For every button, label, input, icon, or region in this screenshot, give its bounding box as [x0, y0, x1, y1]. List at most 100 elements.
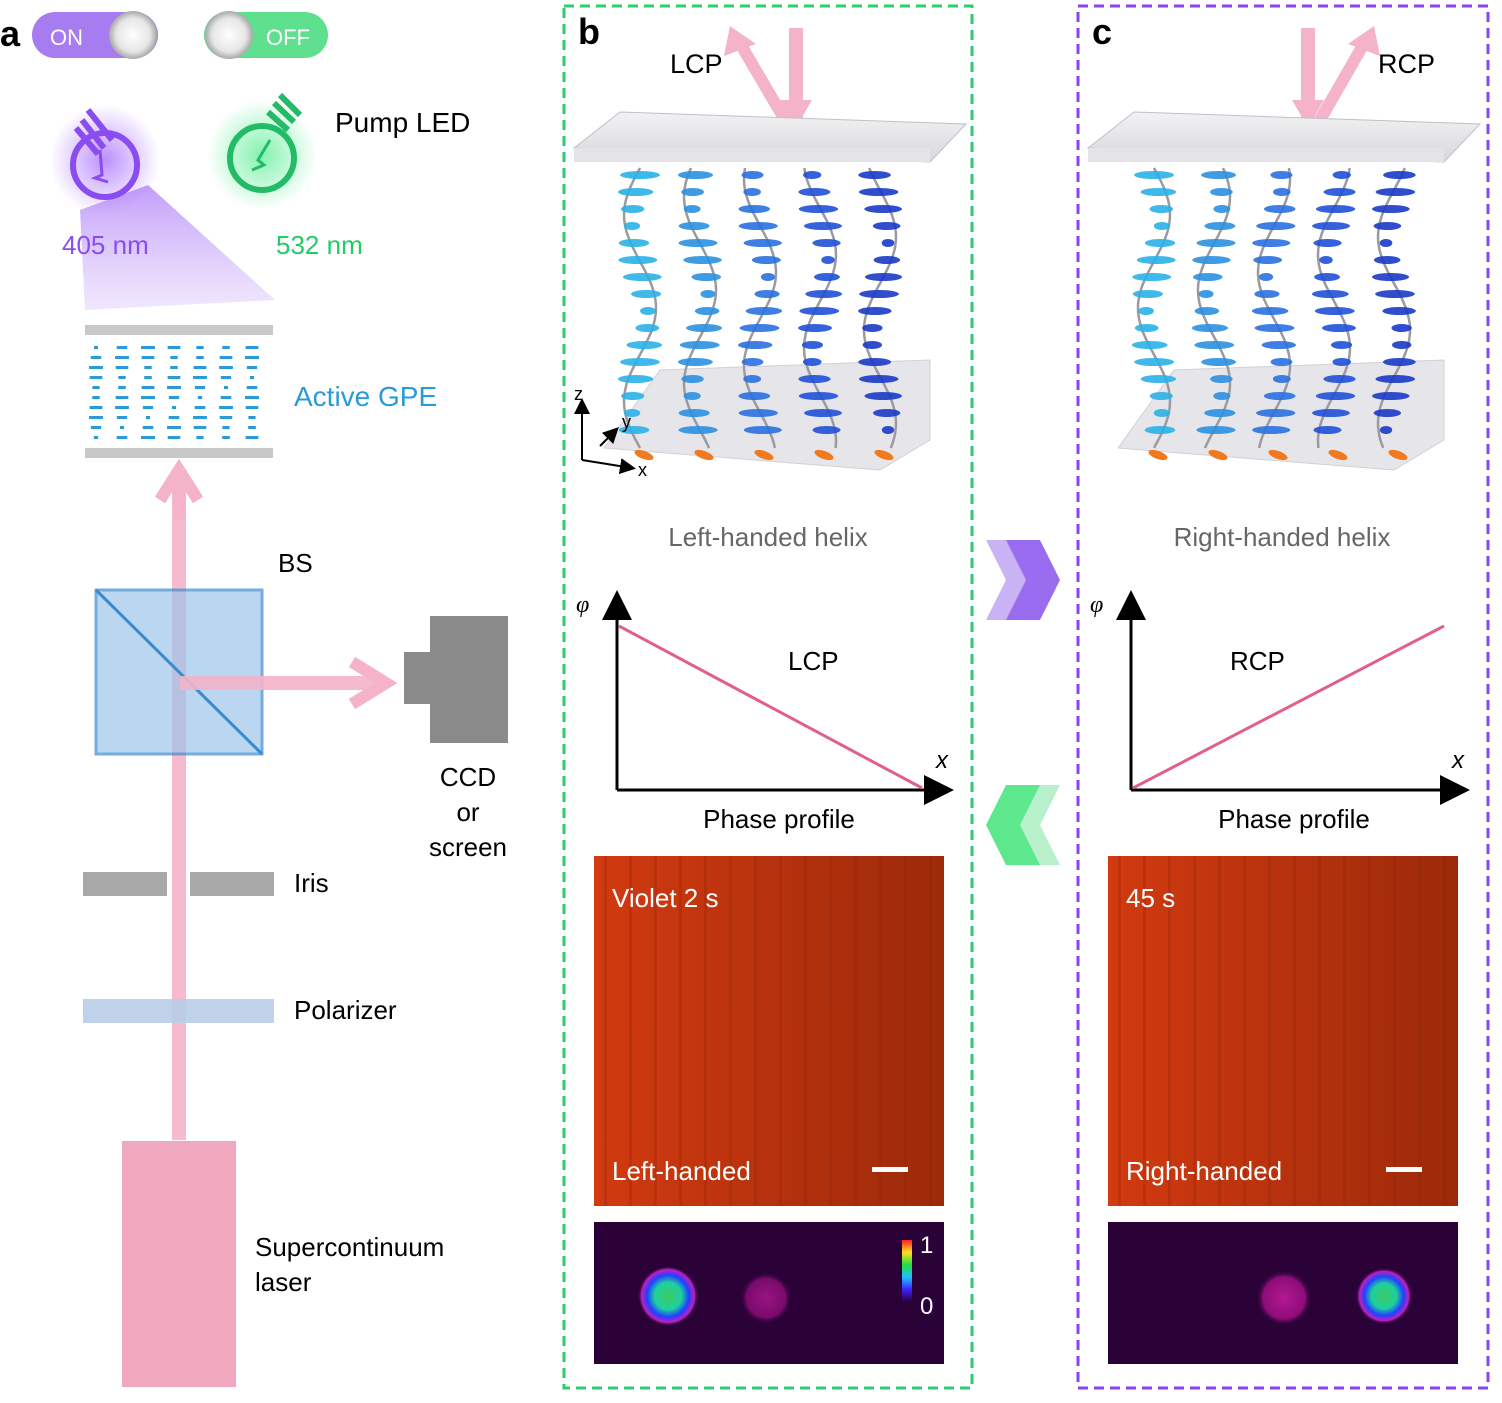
stripe: [804, 856, 807, 1206]
coordinate-axes: z y x: [574, 384, 647, 480]
lc-molecule: [1200, 171, 1237, 179]
lc-molecule: [802, 358, 822, 366]
stripe: [854, 856, 857, 1206]
lc-molecule: [700, 290, 716, 298]
lc-molecule: [1153, 222, 1170, 230]
panel-c-plot-caption: Phase profile: [1218, 804, 1370, 834]
panel-b-curve-label: LCP: [788, 646, 839, 676]
lc-molecule: [1201, 358, 1237, 366]
surface-molecule: [1208, 449, 1228, 461]
lc-molecule: [745, 307, 783, 315]
panel-b-micrograph: Violet 2 s Left-handed: [594, 856, 944, 1206]
gpe-dash: [167, 426, 181, 429]
lc-molecule: [624, 222, 641, 230]
gpe-dash: [92, 396, 100, 399]
gpe-dash: [141, 356, 155, 359]
lc-molecule: [1371, 273, 1410, 281]
lc-molecule: [864, 273, 903, 281]
beam-arrow-up: [154, 458, 204, 520]
lc-molecule: [864, 392, 903, 400]
lc-molecule: [1196, 239, 1236, 247]
panel-b-micro-time: Violet 2 s: [612, 883, 718, 913]
stripe: [1318, 856, 1321, 1206]
gpe-dash: [141, 386, 155, 389]
lc-molecule: [798, 205, 839, 213]
gpe-dash: [141, 436, 155, 439]
iris-label: Iris: [294, 868, 329, 898]
surface-molecule: [1148, 449, 1168, 461]
lc-molecule: [626, 341, 663, 349]
lc-molecule: [760, 273, 776, 281]
gpe-dash: [222, 346, 230, 349]
gpe-dash: [167, 346, 181, 349]
lc-molecule: [741, 171, 764, 179]
lc-molecule: [873, 256, 901, 264]
panel-b-scale-bar: [872, 1167, 908, 1172]
lc-molecule: [678, 426, 718, 434]
stripe: [879, 856, 882, 1206]
lc-molecule: [1371, 392, 1410, 400]
lc-molecule: [858, 171, 891, 179]
surface-molecule: [694, 449, 714, 461]
lc-molecule: [678, 239, 718, 247]
panel-c-micrograph: 45 s Right-handed: [1108, 856, 1458, 1206]
chevron-left-icon: [986, 785, 1060, 865]
stripe: [1343, 856, 1346, 1206]
lc-molecule: [1213, 392, 1231, 400]
lc-molecule: [1213, 205, 1231, 213]
lc-molecule: [1392, 341, 1412, 349]
gpe-dash: [248, 416, 256, 419]
toggle-off-switch[interactable]: OFF: [204, 11, 328, 59]
panel-c-weak-spot: [1256, 1270, 1312, 1326]
panel-b-micro-caption: Left-handed: [612, 1156, 751, 1186]
lc-molecule: [872, 222, 901, 230]
panel-b-beam-label: LCP: [670, 49, 723, 79]
lc-molecule: [803, 222, 842, 230]
lc-molecule: [1144, 239, 1176, 247]
gpe-dash: [93, 436, 99, 439]
toggle-on-switch[interactable]: ON: [32, 11, 158, 59]
gpe-dash: [89, 406, 103, 409]
wavelength-405-label: 405 nm: [62, 230, 149, 260]
gpe-dash: [145, 416, 151, 419]
lcp-reflected-arrowhead: [724, 26, 756, 56]
laser-label-line2: laser: [255, 1267, 312, 1297]
lc-molecule: [881, 426, 895, 434]
lc-molecule: [799, 307, 840, 315]
lc-molecule: [858, 358, 892, 366]
lc-molecule: [1253, 256, 1283, 264]
lc-molecule: [1323, 375, 1356, 383]
surface-molecule: [814, 449, 834, 461]
lc-molecule: [1331, 341, 1353, 349]
lc-molecule: [621, 392, 645, 400]
lc-molecule: [798, 392, 839, 400]
stripe: [654, 856, 657, 1206]
panel-b-micrograph-stripes: [604, 856, 932, 1206]
lc-molecule: [618, 426, 650, 434]
panel-b-strong-spot: [638, 1266, 698, 1326]
laser-beam-vertical: [172, 490, 186, 1140]
panel-c-helix-caption: Right-handed helix: [1174, 522, 1391, 552]
panel-c-phi-label: φ: [1090, 592, 1103, 618]
lc-molecule: [1209, 188, 1233, 196]
lc-molecule: [1252, 239, 1291, 247]
panel-b-phi-label: φ: [576, 592, 589, 618]
lc-molecule: [677, 358, 713, 366]
active-gpe-cell: [85, 325, 273, 458]
lc-molecule: [1140, 188, 1177, 196]
gpe-dash: [196, 346, 204, 349]
gpe-dash: [167, 376, 181, 379]
colorbar-min: 0: [920, 1293, 933, 1320]
lc-molecule: [1273, 188, 1291, 196]
stripe: [1243, 856, 1246, 1206]
violet-light-cone: [80, 185, 275, 310]
stripe: [779, 856, 782, 1206]
helix-strand: [1136, 167, 1172, 449]
lc-molecule: [1254, 290, 1280, 298]
panel-b-farfield: 1 0: [594, 1222, 944, 1364]
polarizer-label: Polarizer: [294, 995, 397, 1025]
lc-molecule: [1210, 375, 1233, 383]
lc-molecule: [1270, 358, 1293, 366]
lc-molecule: [1315, 205, 1356, 213]
axis-x-label: x: [638, 460, 647, 480]
